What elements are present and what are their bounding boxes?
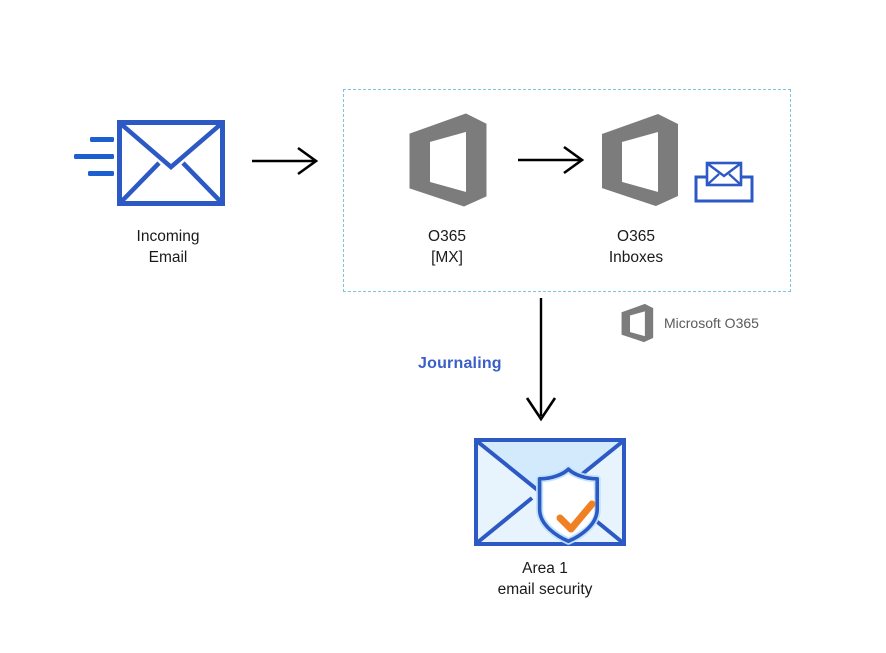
o365-mx-caption: O365 [MX]	[428, 228, 466, 266]
legend-item-microsoft-o365: Microsoft O365	[620, 303, 759, 343]
motion-lines-icon	[72, 133, 116, 193]
arrow-right-icon-incoming-to-mx	[252, 145, 320, 177]
office365-logo-icon-legend	[620, 303, 654, 343]
arrow-down-icon-journaling	[520, 298, 564, 422]
office365-logo-icon-inboxes	[598, 112, 680, 208]
envelope-icon	[117, 120, 225, 206]
area1-caption: Area 1 email security	[497, 560, 593, 598]
microsoft-o365-zone	[343, 89, 791, 292]
office365-logo-icon-mx	[406, 112, 488, 208]
inbox-tray-envelope-icon	[694, 161, 754, 203]
shielded-envelope-icon	[470, 432, 632, 554]
legend-label-microsoft-o365: Microsoft O365	[664, 315, 759, 331]
incoming-email-caption: Incoming Email	[136, 228, 200, 266]
o365-inboxes-caption: O365 Inboxes	[608, 228, 664, 266]
journaling-label: Journaling	[418, 355, 502, 372]
arrow-right-icon-mx-to-inboxes	[518, 144, 586, 176]
